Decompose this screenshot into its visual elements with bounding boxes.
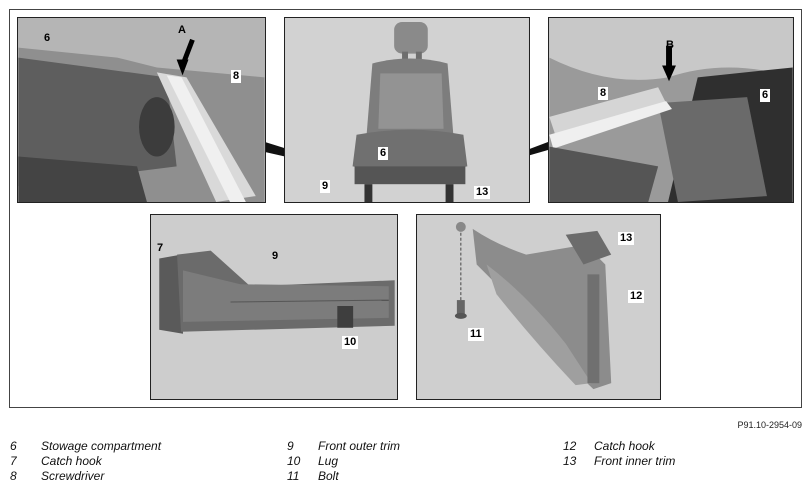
- photo-detail-b: [548, 17, 794, 203]
- callout-bottom-left-7: 7: [157, 242, 164, 254]
- legend-text: Catch hook: [594, 439, 655, 453]
- legend-text: Bolt: [318, 469, 339, 483]
- legend-text: Lug: [318, 454, 339, 468]
- legend-text: Catch hook: [41, 454, 102, 468]
- photo-detail-b-drawing: [549, 18, 793, 202]
- legend-text: Stowage compartment: [41, 439, 162, 453]
- legend-text: Front inner trim: [594, 454, 676, 468]
- photo-outer-trim-drawing: [151, 215, 397, 399]
- callout-top-center-13: 13: [474, 186, 491, 199]
- legend-number: 6: [10, 439, 17, 453]
- callout-bottom-right-13: 13: [618, 232, 635, 245]
- legend-number: 10: [287, 454, 301, 468]
- photo-detail-a: [17, 17, 266, 203]
- callout-top-right-8: 8: [598, 87, 609, 100]
- callout-top-center-9: 9: [320, 180, 331, 193]
- legend-text: Front outer trim: [318, 439, 401, 453]
- legend-number: 11: [287, 469, 300, 483]
- photo-detail-a-drawing: [18, 18, 265, 202]
- photo-seat: [284, 17, 530, 203]
- legend-number: 12: [563, 439, 577, 453]
- callout-top-center-6: 6: [378, 147, 389, 160]
- callout-top-right-b: B: [666, 39, 674, 51]
- photo-inner-trim-drawing: [417, 215, 660, 399]
- legend-number: 8: [10, 469, 17, 483]
- reference-code: P91.10-2954-09: [737, 420, 802, 430]
- photo-seat-drawing: [285, 18, 529, 202]
- callout-top-left-6: 6: [44, 32, 51, 44]
- callout-bottom-left-10: 10: [342, 336, 359, 349]
- photo-outer-trim: [150, 214, 398, 400]
- legend-number: 13: [563, 454, 577, 468]
- photo-inner-trim: [416, 214, 661, 400]
- callout-top-left-8: 8: [231, 70, 242, 83]
- callout-top-right-6: 6: [760, 89, 771, 102]
- legend-number: 7: [10, 454, 17, 468]
- legend-text: Screwdriver: [41, 469, 105, 483]
- callout-bottom-left-9: 9: [272, 250, 279, 262]
- callout-top-left-a: A: [178, 24, 186, 36]
- legend-number: 9: [287, 439, 294, 453]
- callout-bottom-right-12: 12: [628, 290, 645, 303]
- callout-bottom-right-11: 11: [468, 328, 484, 341]
